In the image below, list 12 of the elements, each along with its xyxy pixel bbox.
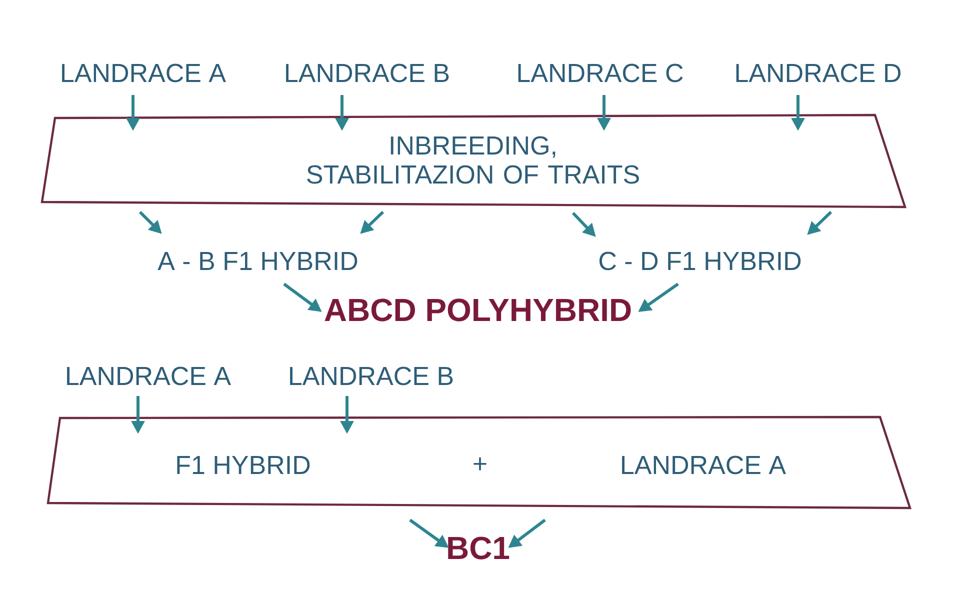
band-box: F1 HYBRID + LANDRACE A [46, 416, 912, 510]
label-text: LANDRACE D [736, 64, 901, 82]
label-text: LANDRACE B [290, 366, 453, 386]
label-text: C - D F1 HYBRID [599, 252, 801, 270]
label-text: A - B F1 HYBRID [158, 252, 358, 270]
label-text: LANDRACE A [62, 64, 226, 82]
label-text: LANDRACE C [518, 64, 683, 82]
result-text: ABCD POLYHYBRID [324, 298, 631, 322]
label-text: LANDRACE A [67, 366, 231, 386]
result-text: BC1 [448, 536, 510, 560]
band-box: INBREEDING, STABILITAZION OF TRAITS [40, 114, 907, 208]
label-text: LANDRACE B [286, 64, 449, 82]
